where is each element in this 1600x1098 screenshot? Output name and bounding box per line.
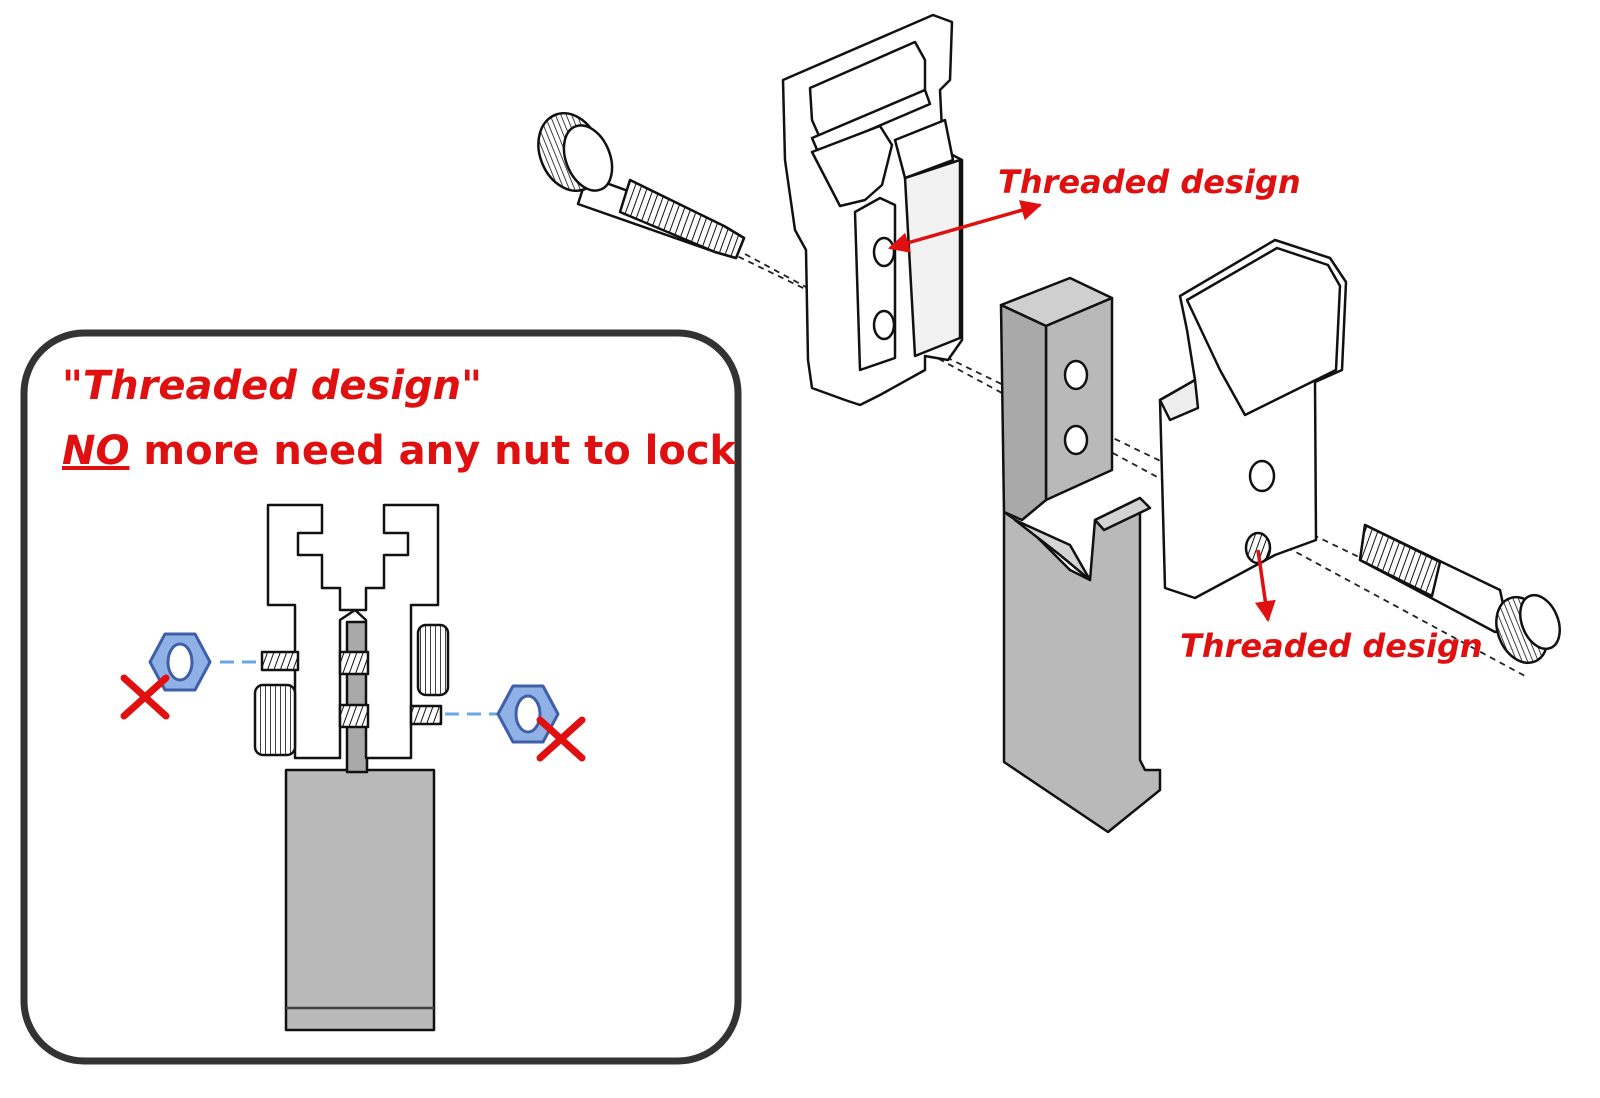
screw-bottom-right (1358, 523, 1561, 665)
inset-left-jaw (266, 503, 357, 760)
inset-subtitle: NO more need any nut to lock (62, 428, 736, 474)
inset-right-jaw (353, 503, 440, 760)
red-x-icon (536, 716, 586, 762)
inset-knurled-knob-left (253, 683, 297, 757)
callout-label-bottom: Threaded design (1180, 627, 1483, 665)
inset-title: "Threaded design" (62, 363, 482, 409)
blade (999, 276, 1162, 834)
inset-knurled-knob-right (416, 623, 450, 697)
inset-blade (284, 768, 436, 1032)
left-jaw (781, 13, 964, 407)
screw-top-left (537, 111, 746, 260)
hex-nut-icon (496, 684, 560, 744)
exploded-view (537, 13, 1561, 834)
callout-label-top: Threaded design (998, 163, 1301, 201)
red-x-icon (120, 674, 170, 720)
right-jaw (1158, 238, 1348, 600)
inset-subtitle-rest: more need any nut to lock (129, 428, 737, 474)
inset-subtitle-emphasis: NO (62, 428, 130, 474)
inset-diagram (120, 503, 586, 1032)
callout-arrows (887, 200, 1276, 623)
